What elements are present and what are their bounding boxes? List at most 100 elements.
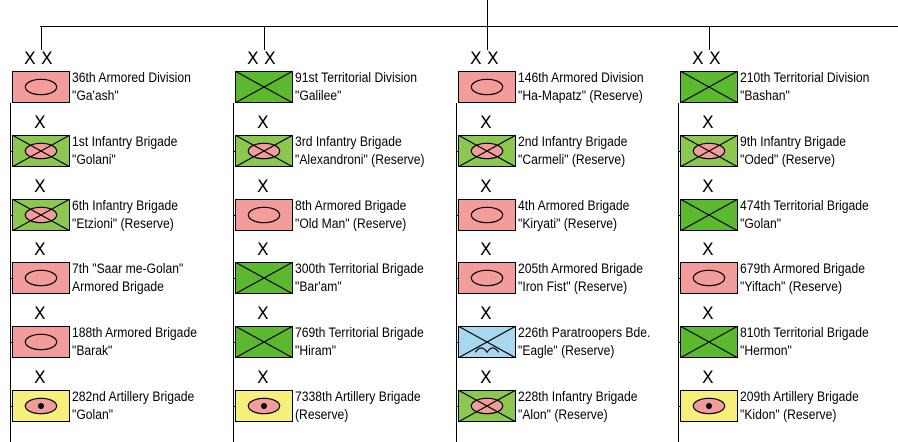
unit-label: 474th Territorial Brigade "Golan" <box>740 197 869 232</box>
territorial-unit-symbol-icon <box>234 261 294 299</box>
unit-subtitle: "Bashan" <box>740 87 790 103</box>
brigade-echelon-marker: X <box>702 368 714 388</box>
unit-subtitle: Armored Brigade <box>72 278 164 294</box>
brigade-unit: X 300th Territorial Brigade"Bar'am" <box>233 240 459 306</box>
armored-unit-symbol-icon <box>680 262 738 299</box>
unit-subtitle: "Etzioni" (Reserve) <box>72 215 174 231</box>
unit-subtitle: "Eagle" (Reserve) <box>518 342 615 358</box>
corps-stem-line <box>487 0 488 27</box>
brigade-echelon-marker: X <box>34 177 46 197</box>
unit-subtitle: "Yiftach" (Reserve) <box>740 278 843 294</box>
division-echelon-marker: X X <box>24 49 53 69</box>
brigade-trunk-line <box>10 103 11 442</box>
mech-infantry-unit-symbol-icon <box>11 198 71 236</box>
unit-label: 7th "Saar me-Golan" Armored Brigade <box>72 260 183 295</box>
unit-subtitle: "Carmeli" (Reserve) <box>518 151 626 167</box>
mech-infantry-unit-symbol-icon <box>11 134 71 172</box>
armored-unit-symbol-icon <box>458 262 516 299</box>
brigade-branch-line <box>678 151 680 152</box>
division-headquarters: X X 210th Territorial Division "Bashan" <box>679 49 898 115</box>
division-column-4: X X 210th Territorial Division "Bashan" X 9t… <box>678 0 898 442</box>
unit-label: 8th Armored Brigade"Old Man" (Reserve) <box>295 197 406 232</box>
brigade-echelon-marker: X <box>480 304 492 324</box>
brigade-echelon-marker: X <box>480 113 492 133</box>
unit-subtitle: "Alon" (Reserve) <box>518 406 608 422</box>
brigade-echelon-marker: X <box>702 113 714 133</box>
brigade-unit: X 6th Infantry Brigade"Etzioni" (Reserve) <box>10 177 236 243</box>
unit-label: 6th Infantry Brigade"Etzioni" (Reserve) <box>72 197 178 232</box>
brigade-trunk-line <box>233 103 234 442</box>
territorial-unit-symbol-icon <box>679 198 739 236</box>
armored-unit-symbol-icon <box>458 199 516 236</box>
unit-subtitle: "Golan" <box>72 406 114 422</box>
unit-subtitle: "Golan" <box>740 215 782 231</box>
unit-name: 188th Armored Brigade <box>72 325 197 340</box>
unit-subtitle: "Bar'am" <box>295 278 342 294</box>
mech-infantry-unit-symbol-icon <box>679 134 739 172</box>
unit-subtitle: "Ha-Mapatz" (Reserve) <box>518 87 643 103</box>
territorial-unit-symbol-icon <box>234 325 294 363</box>
artillery-unit-symbol-icon <box>12 390 70 427</box>
unit-name: 7th "Saar me-Golan" <box>72 261 184 276</box>
brigade-branch-line <box>678 278 680 279</box>
brigade-branch-line <box>10 278 12 279</box>
unit-subtitle: "Kidon" (Reserve) <box>740 406 837 422</box>
unit-name: 210th Territorial Division <box>740 70 870 85</box>
brigade-echelon-marker: X <box>480 177 492 197</box>
unit-name: 9th Infantry Brigade <box>740 134 847 149</box>
unit-label: 91st Territorial Division"Galilee" <box>295 69 417 104</box>
brigade-branch-line <box>456 215 458 216</box>
mech-infantry-unit-symbol-icon <box>457 134 517 172</box>
unit-subtitle: "Kiryati" (Reserve) <box>518 215 618 231</box>
unit-subtitle: "Golani" <box>72 151 116 167</box>
brigade-branch-line <box>678 215 680 216</box>
division-echelon-marker: X X <box>692 49 721 69</box>
top-connector-line <box>40 26 898 27</box>
division-drop-line <box>709 26 710 50</box>
brigade-echelon-marker: X <box>480 368 492 388</box>
brigade-branch-line <box>10 406 12 407</box>
brigade-branch-line <box>456 342 458 343</box>
brigade-unit: X 4th Armored Brigade "Kiryati" (Reserve) <box>456 177 682 243</box>
brigade-branch-line <box>10 342 12 343</box>
unit-name: 3rd Infantry Brigade <box>295 134 402 149</box>
armored-unit-symbol-icon <box>12 326 70 363</box>
unit-label: 188th Armored Brigade"Barak" <box>72 324 197 359</box>
unit-label: 300th Territorial Brigade"Bar'am" <box>295 260 424 295</box>
brigade-branch-line <box>10 151 12 152</box>
unit-name: 810th Territorial Brigade <box>740 325 869 340</box>
unit-label: 7338th Artillery Brigade(Reserve) <box>295 388 421 423</box>
brigade-branch-line <box>233 406 235 407</box>
unit-name: 4th Armored Brigade <box>518 198 630 213</box>
unit-name: 474th Territorial Brigade <box>740 198 869 213</box>
unit-name: 679th Armored Brigade <box>740 261 865 276</box>
brigade-echelon-marker: X <box>257 113 269 133</box>
brigade-echelon-marker: X <box>257 177 269 197</box>
unit-name: 769th Territorial Brigade <box>295 325 424 340</box>
armored-unit-symbol-icon <box>12 71 70 108</box>
unit-label: 282nd Artillery Brigade"Golan" <box>72 388 194 423</box>
armored-unit-symbol-icon <box>235 199 293 236</box>
territorial-unit-symbol-icon <box>679 325 739 363</box>
brigade-echelon-marker: X <box>257 240 269 260</box>
division-drop-line <box>41 26 42 50</box>
brigade-branch-line <box>233 342 235 343</box>
unit-label: 205th Armored Brigade"Iron Fist" (Reserv… <box>518 260 643 295</box>
division-echelon-marker: X X <box>470 49 499 69</box>
unit-name: 7338th Artillery Brigade <box>295 389 421 404</box>
unit-subtitle: "Galilee" <box>295 87 342 103</box>
